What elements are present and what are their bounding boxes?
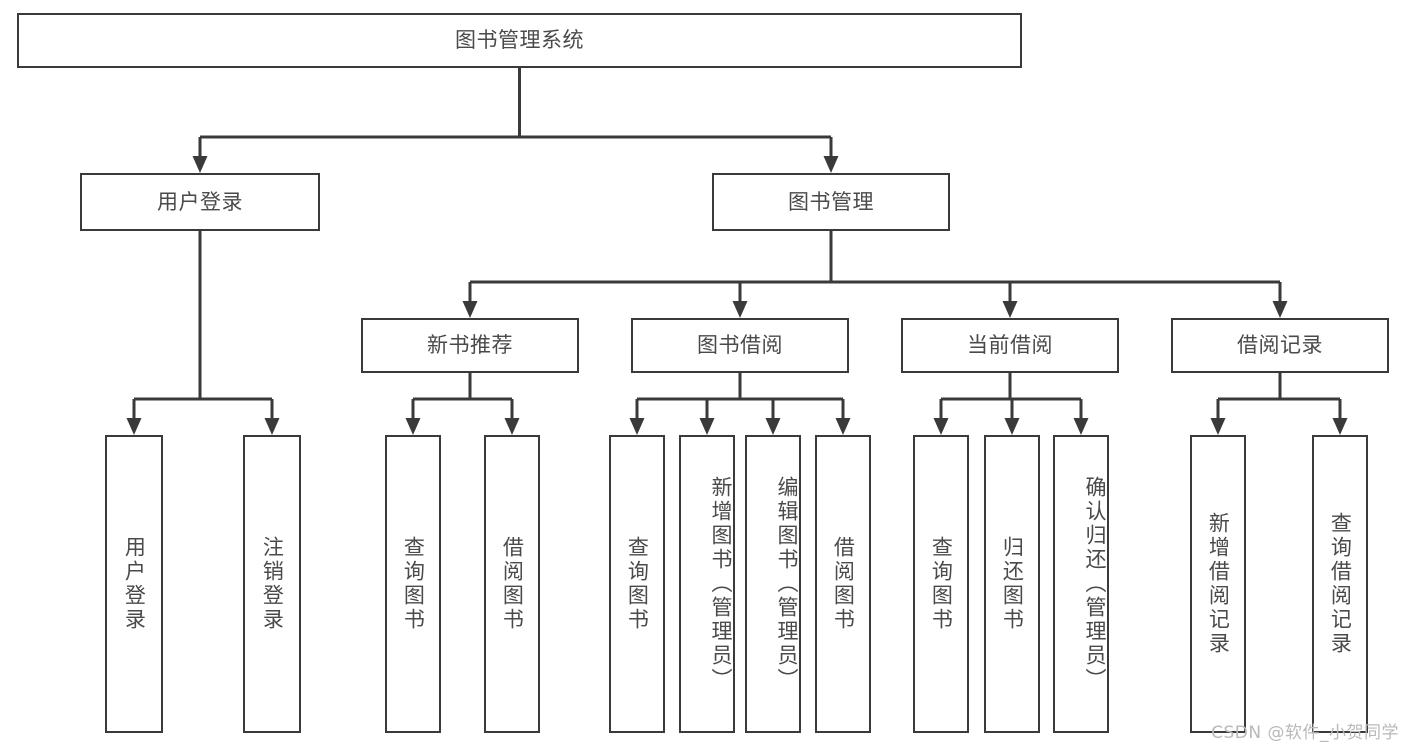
arrowhead-current xyxy=(1002,301,1018,318)
node-label: 查询图书 xyxy=(401,536,426,632)
node-root[interactable]: 图书管理系统 xyxy=(17,13,1022,68)
arrowhead-records xyxy=(1272,301,1288,318)
node-label: 借阅图书 xyxy=(500,536,525,632)
node-label: 借阅图书 xyxy=(831,536,856,632)
node-label: 注销登录 xyxy=(260,536,285,632)
node-borrow[interactable]: 图书借阅 xyxy=(631,318,849,373)
node-label: 新书推荐 xyxy=(427,333,513,358)
arrowhead-borrow xyxy=(732,301,748,318)
node-label: 图书管理 xyxy=(788,189,874,214)
arrowhead-leaf11 xyxy=(1073,418,1089,435)
arrowhead-leaf2 xyxy=(264,418,280,435)
arrowhead-leaf7 xyxy=(765,418,781,435)
arrowhead-leaf10 xyxy=(1004,418,1020,435)
node-label: 借阅记录 xyxy=(1237,333,1323,358)
arrowhead-leaf3 xyxy=(405,418,421,435)
arrowhead-login xyxy=(192,156,208,173)
node-leaf9[interactable]: 查询图书 xyxy=(913,435,969,733)
watermark-label: CSDN @软件_小贺同学 xyxy=(1211,723,1399,743)
node-leaf11[interactable]: 确认归还（管理员） xyxy=(1053,435,1109,733)
node-leaf2[interactable]: 注销登录 xyxy=(243,435,301,733)
node-label: 新增图书（管理员） xyxy=(709,476,733,692)
node-leaf3[interactable]: 查询图书 xyxy=(385,435,441,733)
node-label: 用户登录 xyxy=(157,189,243,214)
node-label: 用户登录 xyxy=(122,536,147,632)
arrowhead-leaf4 xyxy=(504,418,520,435)
node-bookmgmt[interactable]: 图书管理 xyxy=(712,173,950,231)
node-label: 当前借阅 xyxy=(967,333,1053,358)
node-label: 确认归还（管理员） xyxy=(1083,476,1107,692)
node-leaf8[interactable]: 借阅图书 xyxy=(815,435,871,733)
node-label: 图书借阅 xyxy=(697,333,783,358)
node-leaf5[interactable]: 查询图书 xyxy=(609,435,665,733)
node-leaf1[interactable]: 用户登录 xyxy=(105,435,163,733)
node-leaf10[interactable]: 归还图书 xyxy=(984,435,1040,733)
node-leaf6[interactable]: 新增图书（管理员） xyxy=(679,435,735,733)
arrowhead-newbook xyxy=(462,301,478,318)
node-label: 查询借阅记录 xyxy=(1328,512,1353,656)
node-leaf13[interactable]: 查询借阅记录 xyxy=(1312,435,1368,733)
node-label: 查询图书 xyxy=(625,536,650,632)
node-label: 查询图书 xyxy=(929,536,954,632)
node-login[interactable]: 用户登录 xyxy=(80,173,320,231)
arrowhead-leaf12 xyxy=(1210,418,1226,435)
node-label: 新增借阅记录 xyxy=(1206,512,1231,656)
node-leaf12[interactable]: 新增借阅记录 xyxy=(1190,435,1246,733)
node-leaf4[interactable]: 借阅图书 xyxy=(484,435,540,733)
arrowhead-leaf13 xyxy=(1332,418,1348,435)
arrowhead-leaf9 xyxy=(933,418,949,435)
arrowhead-leaf8 xyxy=(835,418,851,435)
arrowhead-leaf6 xyxy=(699,418,715,435)
arrowhead-leaf5 xyxy=(629,418,645,435)
node-current[interactable]: 当前借阅 xyxy=(901,318,1119,373)
node-records[interactable]: 借阅记录 xyxy=(1171,318,1389,373)
node-leaf7[interactable]: 编辑图书（管理员） xyxy=(745,435,801,733)
node-newbook[interactable]: 新书推荐 xyxy=(361,318,579,373)
arrowhead-leaf1 xyxy=(126,418,142,435)
node-label: 编辑图书（管理员） xyxy=(775,476,799,692)
arrowhead-bookmgmt xyxy=(823,156,839,173)
node-label: 图书管理系统 xyxy=(455,28,584,53)
node-label: 归还图书 xyxy=(1000,536,1025,632)
